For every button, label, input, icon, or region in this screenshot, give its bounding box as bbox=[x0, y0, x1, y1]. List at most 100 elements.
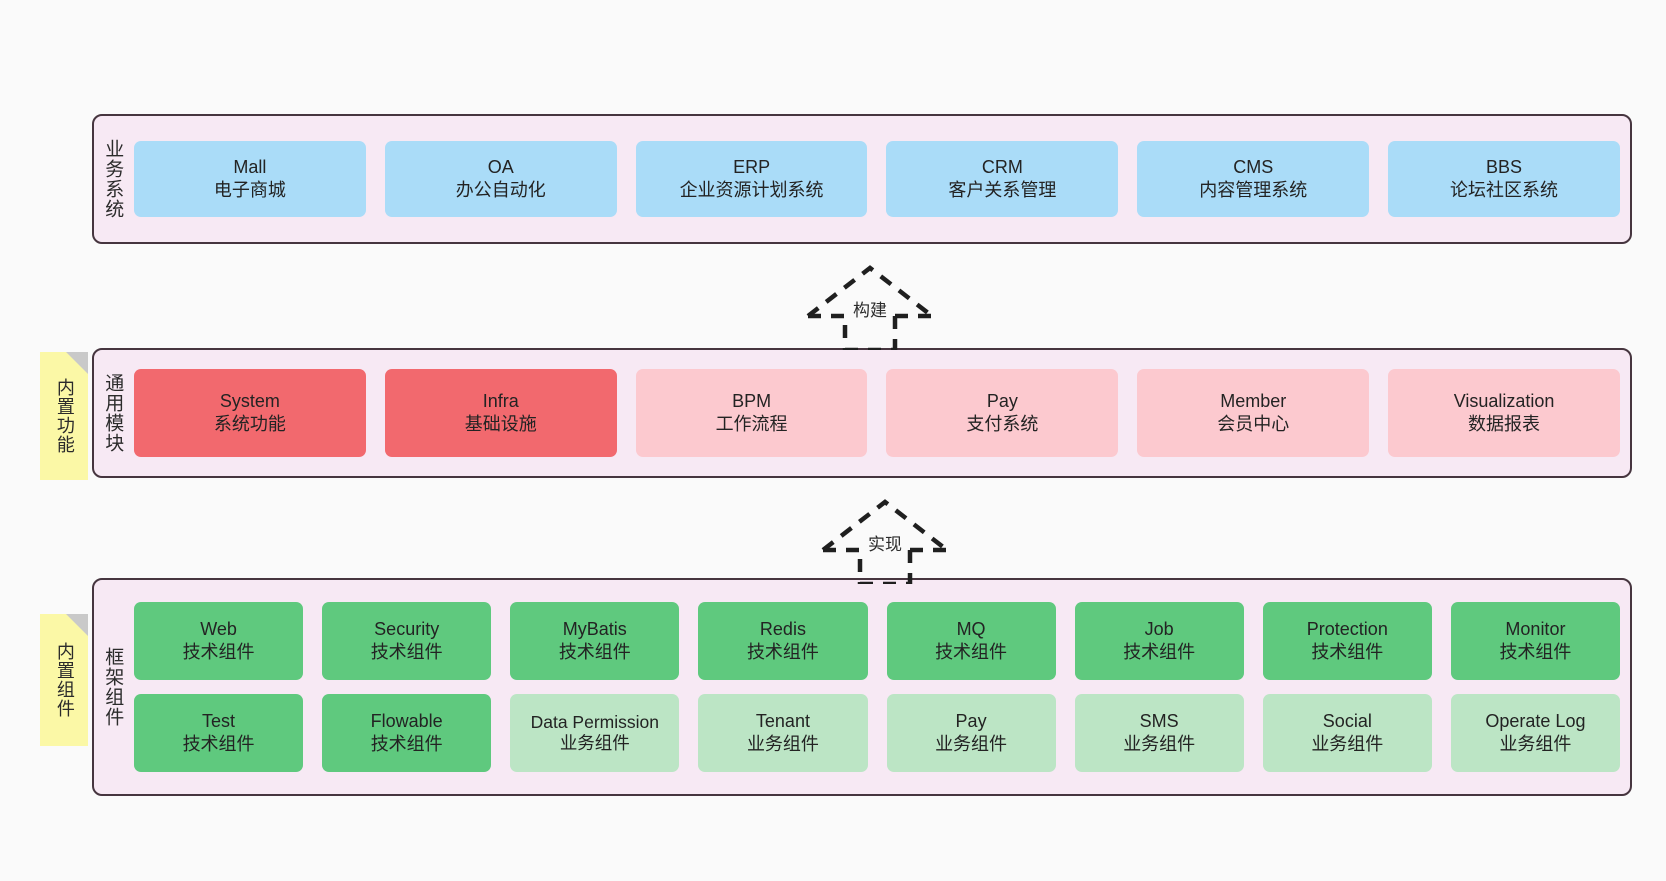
card-bbs-cn: 论坛社区系统 bbox=[1450, 180, 1559, 200]
layer-framework-title: 框架组件 bbox=[102, 647, 124, 727]
layer-business-title: 业务系统 bbox=[102, 139, 124, 219]
card-erp[interactable]: ERP 企业资源计划系统 bbox=[635, 141, 868, 217]
layer-framework-body: Web 技术组件 Security 技术组件 MyBatis 技术组件 Redi… bbox=[130, 580, 1630, 794]
layer-modules-title: 通用模块 bbox=[102, 373, 124, 453]
card-redis-cn: 技术组件 bbox=[746, 642, 819, 662]
card-sms-cn: 业务组件 bbox=[1123, 734, 1196, 754]
layer-modules-body: System 系统功能 Infra 基础设施 BPM 工作流程 Pay 支付系统… bbox=[130, 350, 1630, 476]
connector-implement: 实现 bbox=[810, 496, 960, 587]
card-data-permission-en: Data Permission bbox=[530, 711, 659, 732]
card-mall-en: Mall bbox=[233, 156, 267, 177]
card-pay-component-en: Pay bbox=[955, 710, 987, 731]
card-mq[interactable]: MQ 技术组件 bbox=[886, 602, 1056, 680]
card-web-en: Web bbox=[200, 618, 237, 639]
card-system-cn: 系统功能 bbox=[213, 414, 286, 434]
card-job[interactable]: Job 技术组件 bbox=[1074, 602, 1244, 680]
card-cms-cn: 内容管理系统 bbox=[1199, 180, 1308, 200]
card-tenant[interactable]: Tenant 业务组件 bbox=[698, 694, 868, 772]
note-builtin-features: 内置功能 bbox=[40, 352, 88, 480]
card-oa[interactable]: OA 办公自动化 bbox=[384, 141, 617, 217]
card-protection[interactable]: Protection 技术组件 bbox=[1262, 602, 1432, 680]
card-security[interactable]: Security 技术组件 bbox=[322, 602, 492, 680]
card-test[interactable]: Test 技术组件 bbox=[134, 694, 304, 772]
card-mall[interactable]: Mall 电子商城 bbox=[134, 141, 366, 217]
business-card-row: Mall 电子商城 OA 办公自动化 ERP 企业资源计划系统 CRM 客户关系… bbox=[134, 141, 1620, 217]
module-card-row: System 系统功能 Infra 基础设施 BPM 工作流程 Pay 支付系统… bbox=[134, 369, 1620, 457]
card-monitor-en: Monitor bbox=[1505, 618, 1566, 639]
card-data-permission[interactable]: Data Permission 业务组件 bbox=[510, 694, 680, 772]
card-crm-en: CRM bbox=[981, 156, 1023, 177]
card-member[interactable]: Member 会员中心 bbox=[1137, 369, 1370, 457]
layer-common-modules: 通用模块 System 系统功能 Infra 基础设施 BPM 工作流程 Pay… bbox=[92, 348, 1632, 478]
card-member-en: Member bbox=[1220, 390, 1287, 411]
card-sms-en: SMS bbox=[1139, 710, 1179, 731]
card-mq-en: MQ bbox=[956, 618, 986, 639]
card-erp-cn: 企业资源计划系统 bbox=[679, 180, 824, 200]
card-protection-en: Protection bbox=[1306, 618, 1388, 639]
card-operate-log-en: Operate Log bbox=[1485, 710, 1586, 731]
card-mall-cn: 电子商城 bbox=[213, 180, 286, 200]
card-test-en: Test bbox=[202, 710, 236, 731]
card-social[interactable]: Social 业务组件 bbox=[1262, 694, 1432, 772]
card-monitor-cn: 技术组件 bbox=[1499, 642, 1572, 662]
card-security-cn: 技术组件 bbox=[370, 642, 443, 662]
card-cms[interactable]: CMS 内容管理系统 bbox=[1137, 141, 1370, 217]
card-data-permission-cn: 业务组件 bbox=[559, 733, 630, 753]
card-visualization-en: Visualization bbox=[1453, 390, 1555, 411]
card-pay-component[interactable]: Pay 业务组件 bbox=[886, 694, 1056, 772]
layer-framework-components: 框架组件 Web 技术组件 Security 技术组件 MyBatis 技术组件… bbox=[92, 578, 1632, 796]
card-bpm-cn: 工作流程 bbox=[715, 414, 788, 434]
card-sms[interactable]: SMS 业务组件 bbox=[1074, 694, 1244, 772]
card-security-en: Security bbox=[374, 618, 440, 639]
card-bpm[interactable]: BPM 工作流程 bbox=[635, 369, 868, 457]
card-visualization[interactable]: Visualization 数据报表 bbox=[1388, 369, 1620, 457]
card-cms-en: CMS bbox=[1233, 156, 1274, 177]
card-erp-en: ERP bbox=[733, 156, 771, 177]
card-infra[interactable]: Infra 基础设施 bbox=[384, 369, 617, 457]
connector-implement-arrow-icon bbox=[821, 499, 949, 587]
note-builtin-components: 内置组件 bbox=[40, 614, 88, 746]
card-social-cn: 业务组件 bbox=[1311, 734, 1384, 754]
card-bbs[interactable]: BBS 论坛社区系统 bbox=[1388, 141, 1620, 217]
card-flowable[interactable]: Flowable 技术组件 bbox=[322, 694, 492, 772]
card-pay-component-cn: 业务组件 bbox=[935, 734, 1008, 754]
card-redis[interactable]: Redis 技术组件 bbox=[698, 602, 868, 680]
layer-business-body: Mall 电子商城 OA 办公自动化 ERP 企业资源计划系统 CRM 客户关系… bbox=[130, 116, 1630, 242]
card-flowable-cn: 技术组件 bbox=[370, 734, 443, 754]
card-infra-cn: 基础设施 bbox=[464, 414, 537, 434]
card-web-cn: 技术组件 bbox=[182, 642, 255, 662]
card-crm[interactable]: CRM 客户关系管理 bbox=[886, 141, 1119, 217]
card-redis-en: Redis bbox=[759, 618, 806, 639]
card-monitor[interactable]: Monitor 技术组件 bbox=[1450, 602, 1620, 680]
layer-business-systems: 业务系统 Mall 电子商城 OA 办公自动化 ERP 企业资源计划系统 CRM… bbox=[92, 114, 1632, 244]
card-operate-log[interactable]: Operate Log 业务组件 bbox=[1450, 694, 1620, 772]
card-bpm-en: BPM bbox=[732, 390, 772, 411]
card-mybatis[interactable]: MyBatis 技术组件 bbox=[510, 602, 680, 680]
card-web[interactable]: Web 技术组件 bbox=[134, 602, 304, 680]
card-protection-cn: 技术组件 bbox=[1311, 642, 1384, 662]
framework-tech-row: Web 技术组件 Security 技术组件 MyBatis 技术组件 Redi… bbox=[134, 602, 1620, 680]
card-pay-module[interactable]: Pay 支付系统 bbox=[886, 369, 1119, 457]
note-builtin-components-label: 内置组件 bbox=[54, 642, 75, 718]
card-mybatis-en: MyBatis bbox=[562, 618, 627, 639]
card-test-cn: 技术组件 bbox=[182, 734, 255, 754]
card-member-cn: 会员中心 bbox=[1217, 414, 1290, 434]
connector-implement-label: 实现 bbox=[866, 530, 904, 555]
connector-build: 构建 bbox=[795, 262, 945, 353]
card-infra-en: Infra bbox=[482, 390, 519, 411]
card-oa-en: OA bbox=[487, 156, 514, 177]
card-mq-cn: 技术组件 bbox=[935, 642, 1008, 662]
card-oa-cn: 办公自动化 bbox=[455, 180, 546, 200]
card-job-en: Job bbox=[1144, 618, 1174, 639]
card-mybatis-cn: 技术组件 bbox=[558, 642, 631, 662]
card-social-en: Social bbox=[1322, 710, 1372, 731]
card-pay-module-en: Pay bbox=[986, 390, 1018, 411]
card-tenant-en: Tenant bbox=[755, 710, 810, 731]
card-tenant-cn: 业务组件 bbox=[746, 734, 819, 754]
card-flowable-en: Flowable bbox=[370, 710, 443, 731]
card-job-cn: 技术组件 bbox=[1123, 642, 1196, 662]
connector-build-arrow-icon bbox=[806, 265, 934, 353]
card-system[interactable]: System 系统功能 bbox=[134, 369, 366, 457]
card-operate-log-cn: 业务组件 bbox=[1499, 734, 1572, 754]
